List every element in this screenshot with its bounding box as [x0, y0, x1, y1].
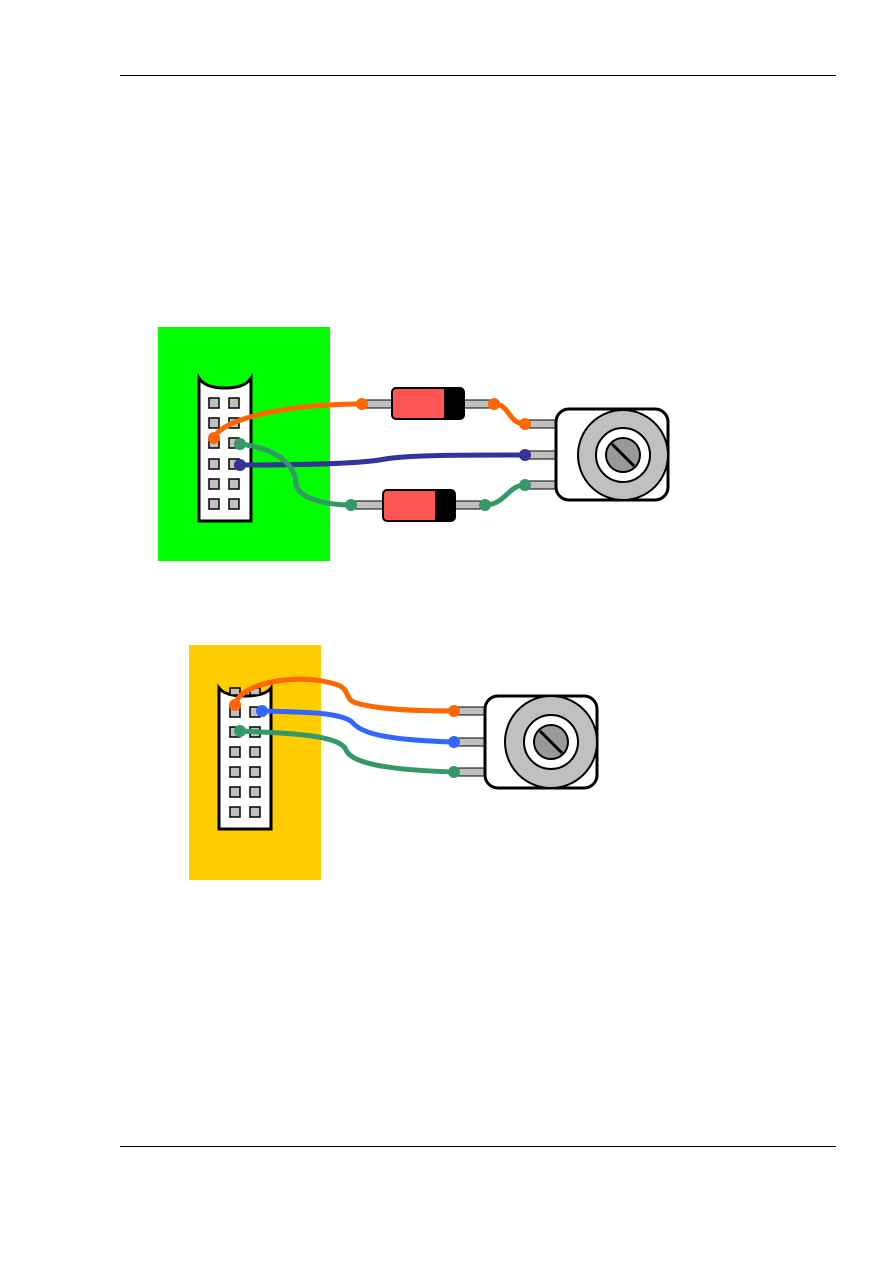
potentiometer-1: [524, 407, 670, 502]
diagram-2: [189, 645, 599, 880]
header-rule: [120, 75, 836, 76]
wire-green-2: [237, 728, 457, 775]
wire-endpoints-2: [229, 699, 460, 778]
wire-dark-blue-1: [237, 452, 528, 468]
cathode-band: [435, 491, 454, 520]
pin-header-2: [217, 683, 273, 831]
diode-upper: [361, 387, 495, 420]
diode-lower: [350, 489, 486, 522]
wire-blue-2: [259, 708, 457, 745]
wire-endpoints-1: [208, 398, 531, 511]
potentiometer-2: [453, 694, 599, 790]
footer-rule: [120, 1146, 836, 1147]
diagram-1: [158, 327, 670, 561]
pin-header-1: [197, 372, 253, 523]
cathode-band: [444, 389, 463, 418]
wire-orange-2: [232, 676, 457, 714]
